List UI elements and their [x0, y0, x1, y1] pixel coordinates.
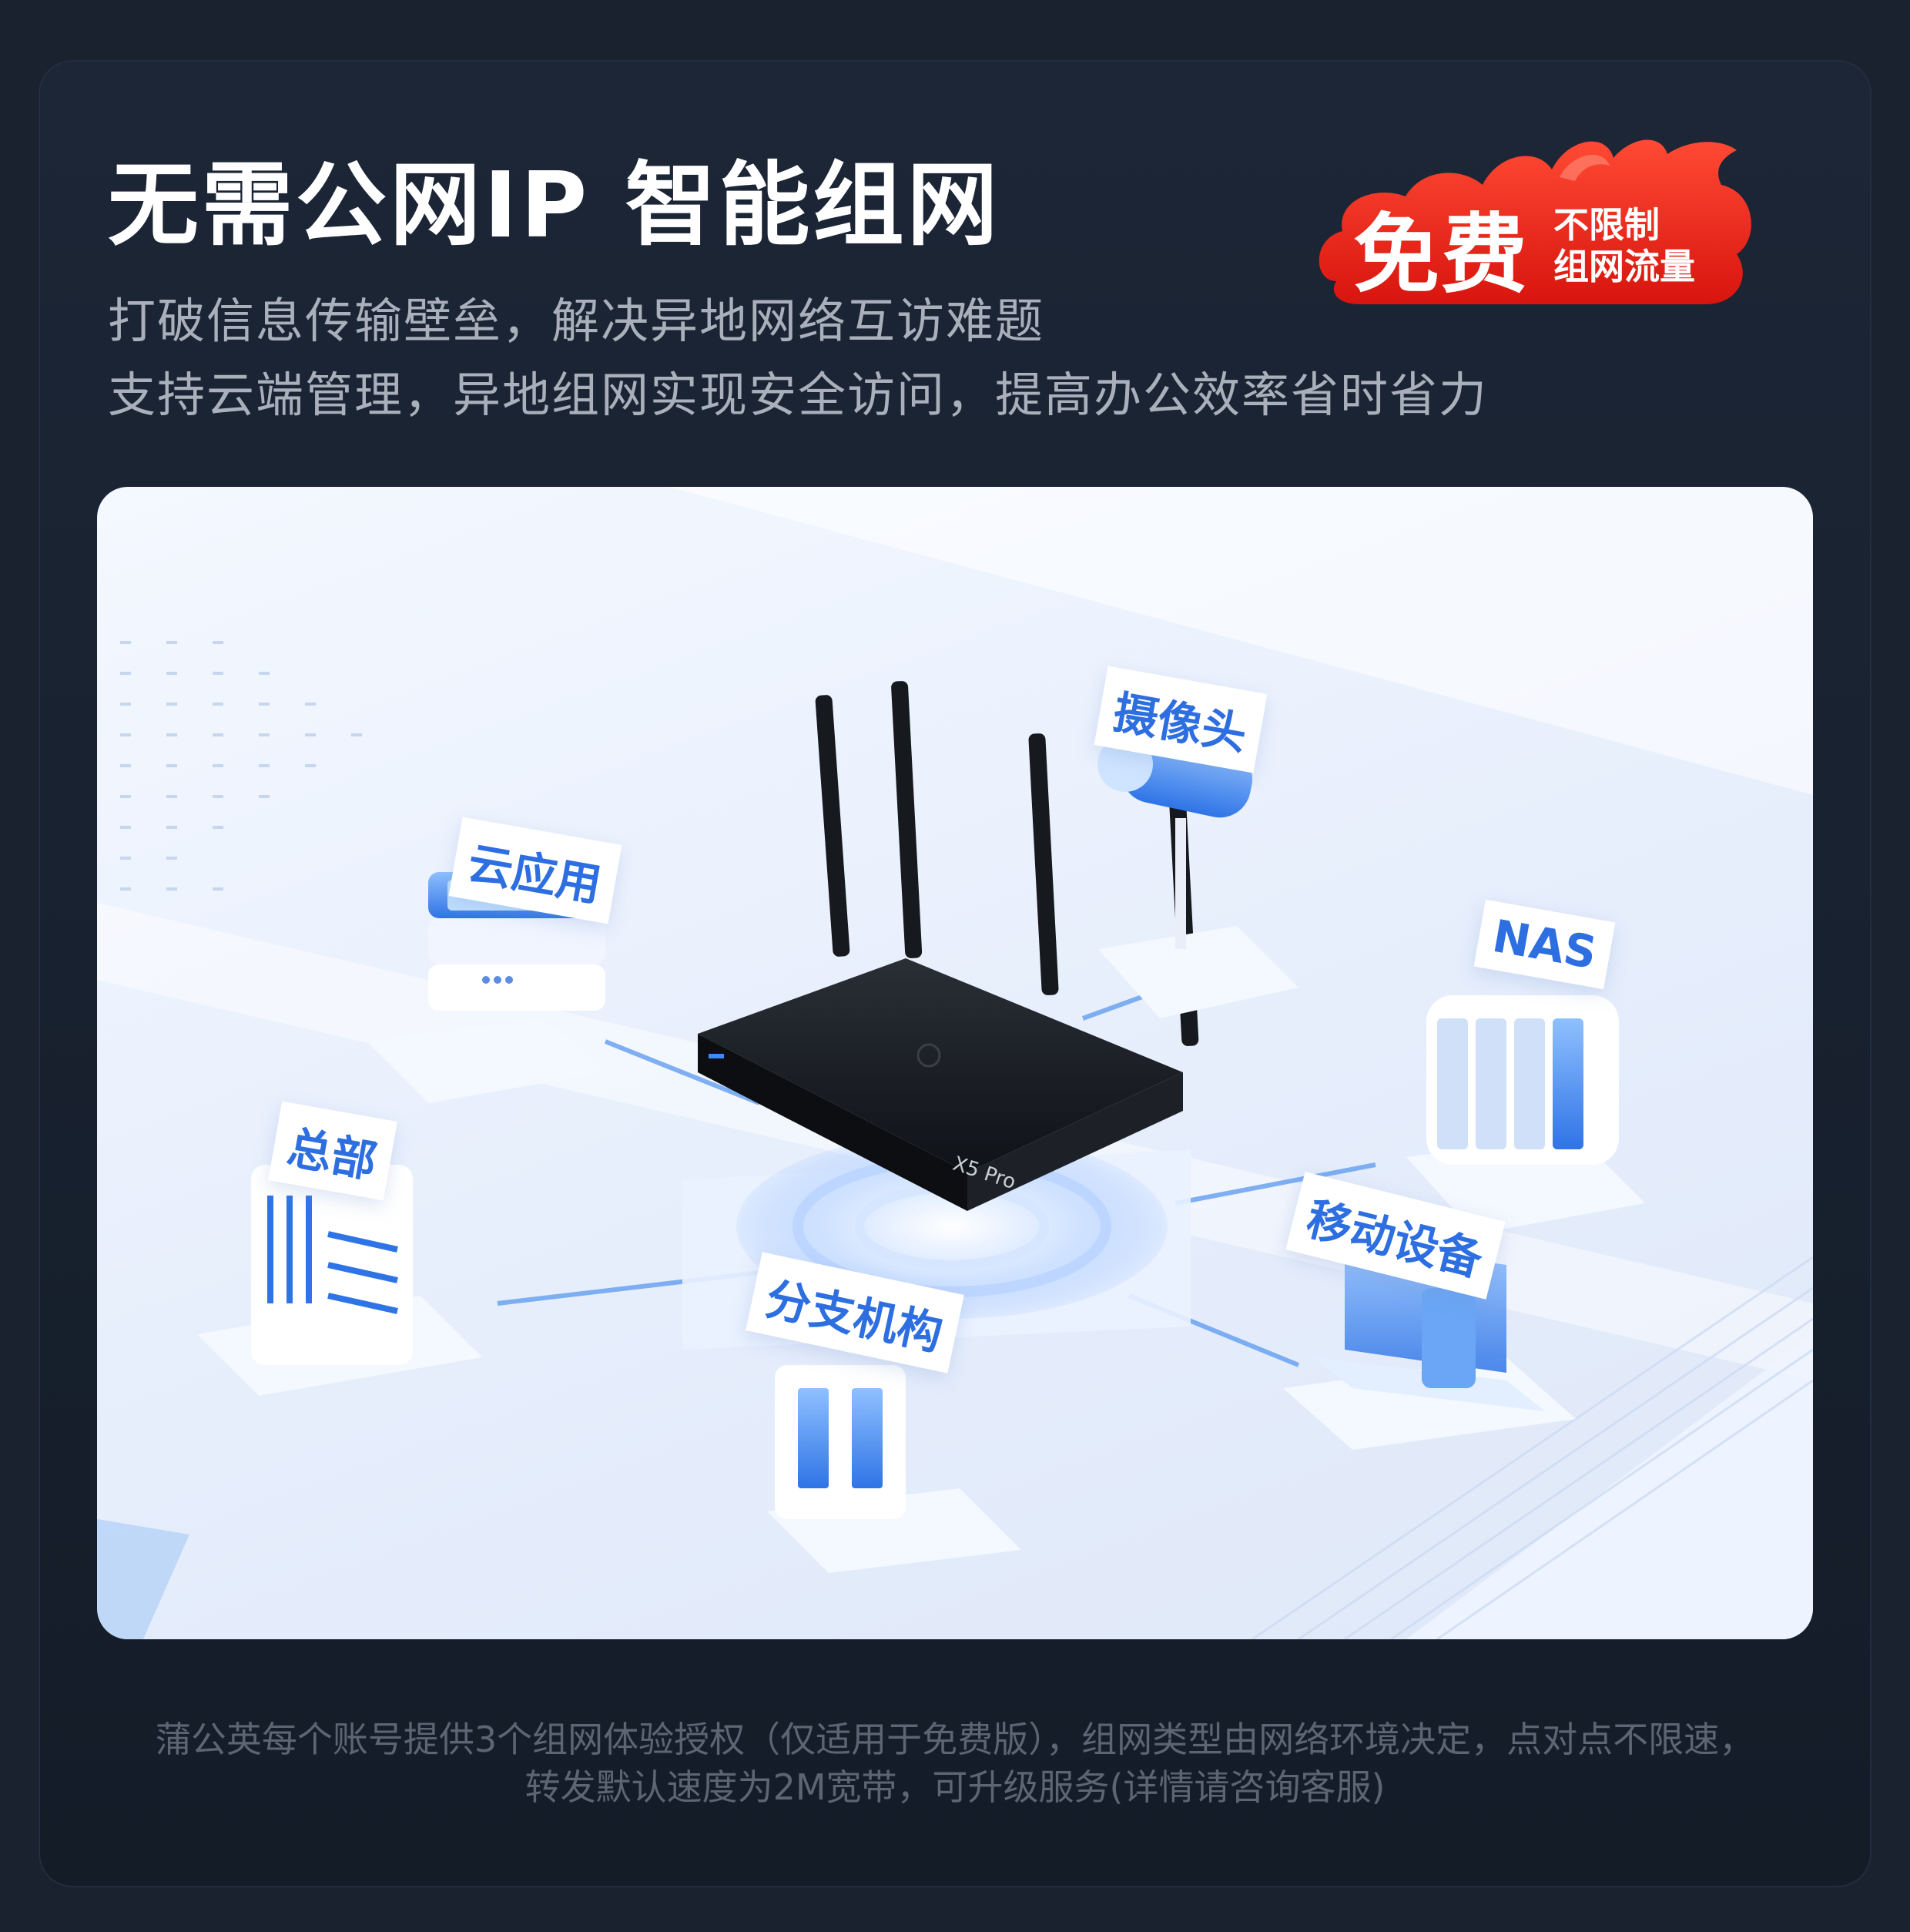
badge-sub-line-1: 不限制 [1553, 204, 1660, 246]
headline: 无需公网IP 智能组网 [108, 152, 1001, 258]
nas-icon [1406, 995, 1645, 1234]
network-diagram: 云应用 摄像头 NAS 总部 分支机构 移动设备 X5 Pro [97, 487, 1813, 1639]
branch-office-icon [767, 1365, 1021, 1573]
subtitle-line-1: 打破信息传输壁垒，解决异地网络互访难题 [108, 293, 1045, 349]
flame-cloud-icon [1319, 139, 1751, 304]
floor-stripes [1252, 1256, 1813, 1639]
footnote-line-1: 蒲公英每个账号提供3个组网体验授权（仅适用于免费版），组网类型由网络环境决定，点… [155, 1719, 1755, 1760]
network-scene-art [97, 487, 1813, 1639]
dot-pattern [120, 641, 362, 891]
badge-sub-line-2: 组网流量 [1553, 246, 1695, 287]
footnote-line-2: 转发默认速度为2M宽带，可升级服务(详情请咨询客服) [524, 1766, 1386, 1808]
router [698, 681, 1199, 1211]
subtitle-line-2: 支持云端管理，异地组网实现安全访问，提高办公效率省时省力 [108, 367, 1489, 423]
camera-icon [1097, 733, 1298, 1018]
badge-free-text: 免费 [1353, 205, 1529, 305]
free-badge: 免费 不限制 组网流量 [1305, 123, 1768, 308]
